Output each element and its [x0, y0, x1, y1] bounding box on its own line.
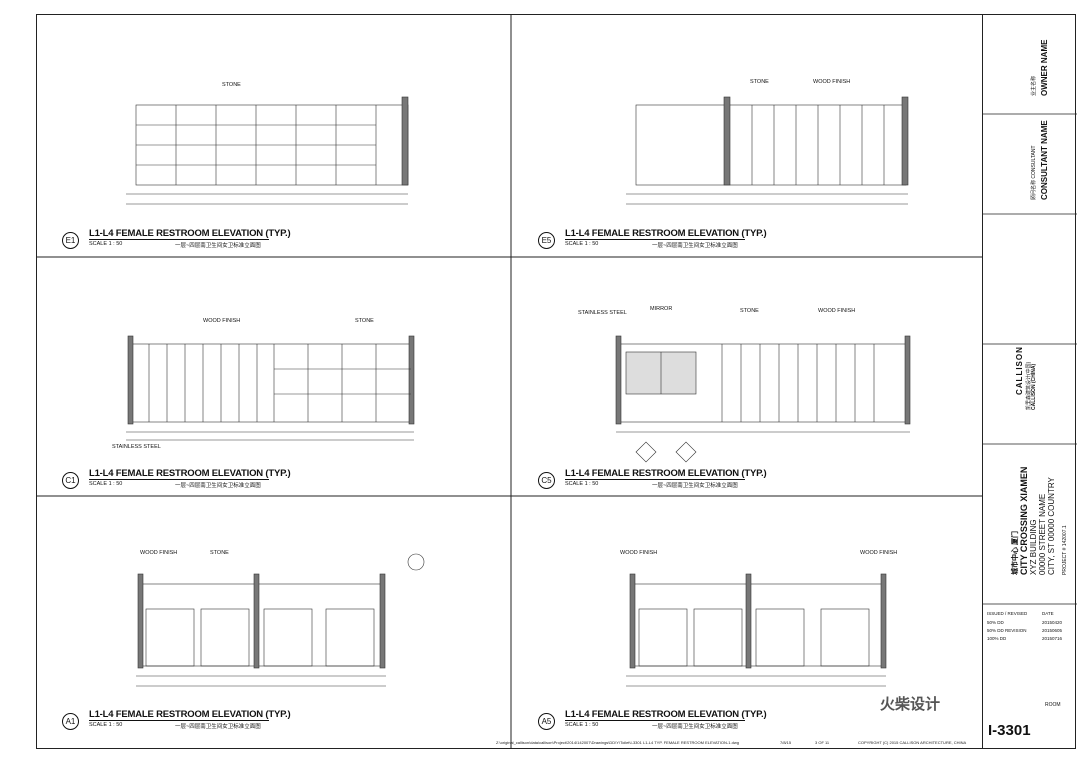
title-block-dividers [983, 113, 1077, 605]
page-count: 3 OF 11 [815, 740, 830, 745]
panel-scale: SCALE 1 : 50 [89, 722, 123, 728]
panel-scale: SCALE 1 : 50 [89, 241, 123, 247]
watermark: 火柴设计 [880, 696, 941, 713]
panel-cn-title: 一层~四层南卫生间女卫标准立面图 [652, 724, 738, 730]
elevation-e1 [126, 96, 409, 205]
owner-name: OWNER NAME [1040, 39, 1049, 96]
callout-steel-c1: STAINLESS STEEL [112, 444, 161, 450]
plot-date: 7/8/15 [780, 740, 792, 745]
callout-stone-c5: STONE [740, 308, 759, 314]
panel-cn-title: 一层~四层南卫生间女卫标准立面图 [175, 483, 261, 489]
street-address: 00000 STREET NAME [1038, 493, 1047, 575]
issue-date: 20150605 [1042, 628, 1063, 633]
consultant-name: CONSULTANT NAME [1040, 120, 1049, 200]
callout-wood-a1: WOOD FINISH [140, 550, 178, 556]
issue-date: 20150420 [1042, 620, 1063, 625]
drawing-grid [36, 14, 982, 749]
panel-cn-title: 一层~四层南卫生间女卫标准立面图 [652, 483, 738, 489]
issue-header: ISSUED / REVISED [987, 611, 1028, 616]
title-underline [565, 720, 745, 721]
callout-stone-c1: STONE [355, 318, 374, 324]
panel-cn-title: 一层~四层南卫生间女卫标准立面图 [175, 724, 261, 730]
panel-title: L1-L4 FEMALE RESTROOM ELEVATION (TYP.) [89, 468, 291, 479]
owner-name-cn: 业主名称 [1031, 75, 1037, 96]
panel-bubble: A5 [538, 713, 555, 730]
panel-bubble: C1 [62, 472, 79, 489]
callout-stone-a1: STONE [210, 550, 229, 556]
callout-wood-a5-right: WOOD FINISH [860, 550, 898, 556]
date-header: DATE [1042, 611, 1054, 616]
elevation-c5 [615, 335, 911, 463]
elevation-e5 [626, 96, 909, 205]
elevation-a1 [136, 553, 425, 687]
callout-stone-e1: STONE [222, 82, 241, 88]
title-block [982, 14, 1077, 749]
title-underline [89, 720, 269, 721]
panel-title: L1-L4 FEMALE RESTROOM ELEVATION (TYP.) [89, 709, 291, 720]
panel-title: L1-L4 FEMALE RESTROOM ELEVATION (TYP.) [565, 468, 767, 479]
firm-logo: CALLISON [1015, 346, 1024, 395]
panel-scale: SCALE 1 : 50 [89, 481, 123, 487]
title-underline [565, 239, 745, 240]
panel-scale: SCALE 1 : 50 [565, 241, 599, 247]
title-underline [89, 239, 269, 240]
callout-wood-a5: WOOD FINISH [620, 550, 658, 556]
callout-steel-c5: STAINLESS STEEL [578, 310, 627, 316]
panel-bubble: E1 [62, 232, 79, 249]
city-address: CITY, ST 00000 COUNTRY [1047, 477, 1056, 575]
sheet-number: I-3301 [988, 722, 1031, 739]
callout-mirror-c5: MIRROR [650, 306, 673, 312]
sheet-title-suffix: ROOM [1045, 702, 1061, 708]
title-underline [89, 479, 269, 480]
consultant-label: 顾问名称 CONSULTANT [1031, 145, 1037, 200]
issue-name: 100% DD [987, 636, 1007, 641]
panel-cn-title: 一层~四层南卫生间女卫标准立面图 [652, 243, 738, 249]
callout-stone-e5: STONE [750, 79, 769, 85]
issue-name: 50% DD [987, 620, 1004, 625]
building-name: XYZ BUILDING [1029, 519, 1038, 575]
issue-name: 50% DD REVISION [987, 628, 1027, 633]
elevation-c1 [126, 335, 415, 441]
project-number: PROJECT # 142007.1 [1062, 525, 1068, 575]
panel-bubble: C5 [538, 472, 555, 489]
callout-wood-c5: WOOD FINISH [818, 308, 856, 314]
issue-date: 20150716 [1042, 636, 1063, 641]
firm-sub: CALLISON (CHINA) [1031, 363, 1037, 410]
panel-scale: SCALE 1 : 50 [565, 481, 599, 487]
panel-title: L1-L4 FEMALE RESTROOM ELEVATION (TYP.) [89, 228, 291, 239]
project-name: CITY CROSSING XIAMEN [1019, 466, 1029, 575]
elevation-a5 [626, 573, 887, 687]
panel-title: L1-L4 FEMALE RESTROOM ELEVATION (TYP.) [565, 228, 767, 239]
copyright: COPYRIGHT (C) 2015 CALLISON ARCHITECTURE… [858, 740, 967, 745]
title-underline [565, 479, 745, 480]
panel-title: L1-L4 FEMALE RESTROOM ELEVATION (TYP.) [565, 709, 767, 720]
panel-scale: SCALE 1 : 50 [565, 722, 599, 728]
callout-wood-e5: WOOD FINISH [813, 79, 851, 85]
panel-bubble: E5 [538, 232, 555, 249]
sheet-border [36, 14, 1076, 749]
callout-wood-c1: WOOD FINISH [203, 318, 241, 324]
panel-cn-title: 一层~四层南卫生间女卫标准立面图 [175, 243, 261, 249]
file-path: Z:\original_callison\data\callison\Proje… [496, 740, 739, 745]
panel-bubble: A1 [62, 713, 79, 730]
